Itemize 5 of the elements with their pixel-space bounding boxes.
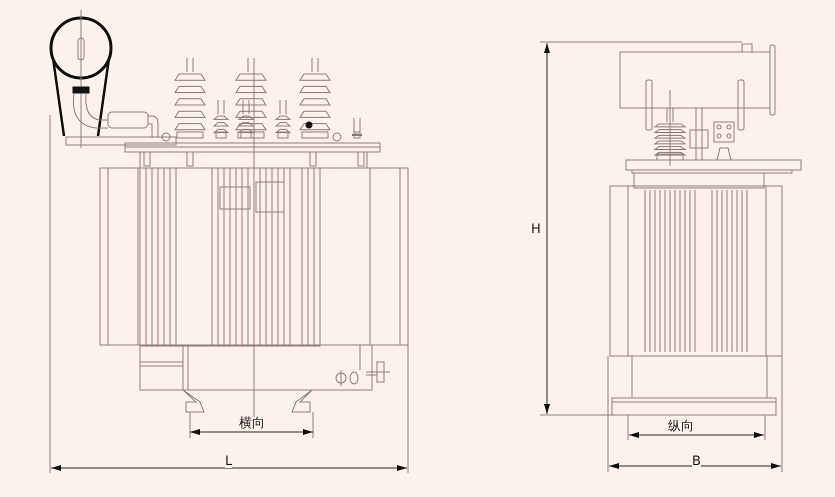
dimension-label: H xyxy=(531,223,541,236)
dimension-label: 纵向 xyxy=(668,420,694,433)
dimension-label: 横向 xyxy=(239,417,265,430)
dimension-label: L xyxy=(225,455,232,468)
dimension-label: B xyxy=(692,455,701,468)
